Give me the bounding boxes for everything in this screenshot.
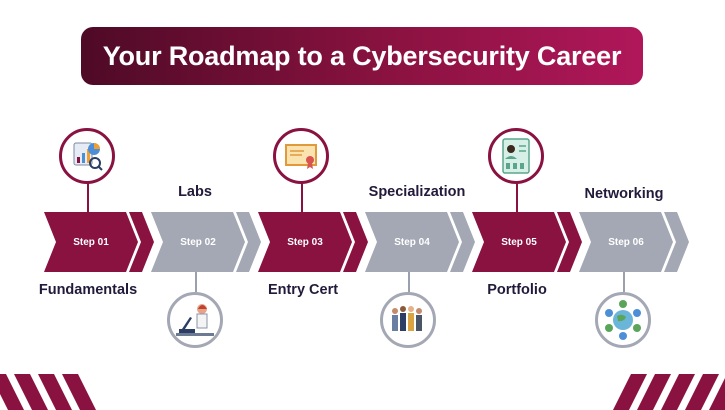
connector-step-01 — [87, 178, 89, 212]
step-06-chevron: Step 06 — [579, 212, 689, 272]
step-04-chevron: Step 04 — [365, 212, 475, 272]
step-label-entry-cert: Entry Cert — [267, 282, 339, 298]
connector-step-04 — [408, 272, 410, 292]
chevron-arrow-icon — [579, 212, 689, 272]
chevron-arrow-icon — [472, 212, 582, 272]
lab-microscope-icon — [167, 292, 223, 348]
certificate-icon — [273, 128, 329, 184]
chevron-arrow-icon — [365, 212, 475, 272]
step-01-text: Step 01 — [73, 236, 109, 248]
connector-step-03 — [301, 178, 303, 212]
step-05-chevron: Step 05 — [472, 212, 582, 272]
analytics-chart-icon — [59, 128, 115, 184]
step-03-text: Step 03 — [287, 236, 323, 248]
chevron-arrow-icon — [258, 212, 368, 272]
step-label-specialization: Specialization — [368, 184, 466, 200]
title-banner: Your Roadmap to a Cybersecurity Career — [81, 27, 643, 85]
connector-step-05 — [516, 180, 518, 212]
chevron-arrow-icon — [151, 212, 261, 272]
step-05-text: Step 05 — [501, 236, 537, 248]
connector-step-02 — [195, 272, 197, 292]
profile-resume-icon — [488, 128, 544, 184]
step-label-labs: Labs — [178, 184, 212, 200]
step-label-networking: Networking — [584, 186, 664, 202]
step-label-fundamentals: Fundamentals — [38, 282, 138, 298]
corner-chevrons-left — [0, 374, 96, 410]
connector-step-06 — [623, 272, 625, 292]
step-label-portfolio: Portfolio — [487, 282, 547, 298]
network-globe-icon — [595, 292, 651, 348]
step-01-chevron: Step 01 — [44, 212, 154, 272]
page-title: Your Roadmap to a Cybersecurity Career — [102, 40, 622, 71]
step-04-text: Step 04 — [394, 236, 430, 248]
team-people-icon — [380, 292, 436, 348]
step-02-text: Step 02 — [180, 236, 216, 248]
corner-chevrons-right — [613, 374, 725, 410]
step-03-chevron: Step 03 — [258, 212, 368, 272]
step-02-chevron: Step 02 — [151, 212, 261, 272]
step-06-text: Step 06 — [608, 236, 644, 248]
chevron-arrow-icon — [44, 212, 154, 272]
